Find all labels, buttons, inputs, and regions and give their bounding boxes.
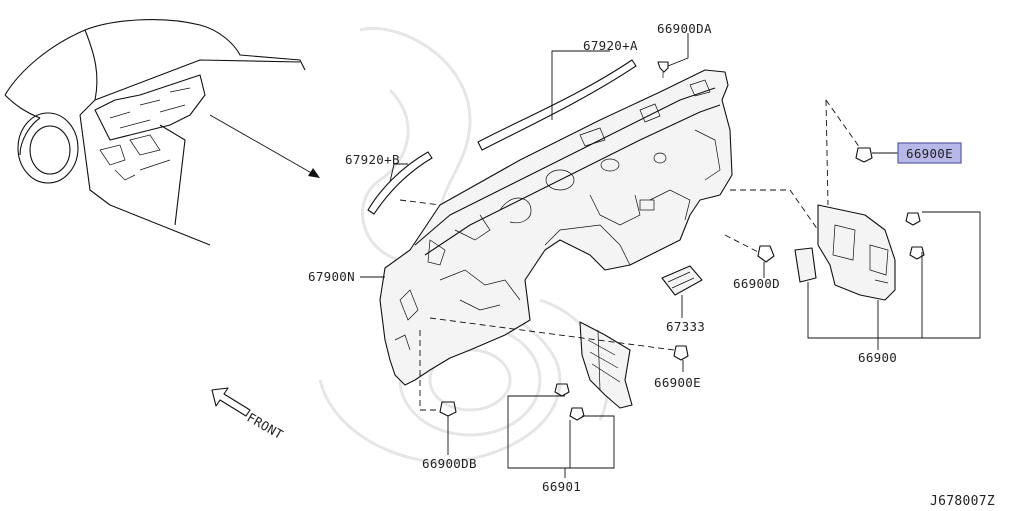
callout-67333[interactable]: 67333 xyxy=(666,319,705,334)
clip-66900DB xyxy=(439,401,457,417)
front-direction-arrow xyxy=(211,387,251,417)
callout-66900[interactable]: 66900 xyxy=(858,350,897,365)
callout-labels: 66900DA 67920+A 67920+B 67900N 66900E 66… xyxy=(245,21,995,509)
weatherstrip-a xyxy=(477,59,637,151)
callout-66900E-top[interactable]: 66900E xyxy=(906,146,953,161)
weatherstrip-b xyxy=(367,151,433,215)
front-direction-label: FRONT xyxy=(245,410,287,443)
leader-lines xyxy=(360,33,981,478)
callout-67920B[interactable]: 67920+B xyxy=(345,152,400,167)
dash-insulator-panel xyxy=(379,69,733,386)
diagram-code: J678007Z xyxy=(930,494,995,509)
callout-66900DB[interactable]: 66900DB xyxy=(422,456,477,471)
callout-67920A[interactable]: 67920+A xyxy=(583,38,638,53)
lower-insulator-66901 xyxy=(554,321,689,421)
bracket-67333 xyxy=(661,265,703,296)
side-trim-66900 xyxy=(794,147,925,301)
clip-66900DA xyxy=(657,61,669,78)
callout-66900D[interactable]: 66900D xyxy=(733,276,780,291)
callout-67900N[interactable]: 67900N xyxy=(308,269,355,284)
clip-66900D xyxy=(757,245,775,263)
callout-66900E-bottom[interactable]: 66900E xyxy=(654,375,701,390)
callout-66900DA[interactable]: 66900DA xyxy=(657,21,712,36)
vehicle-illustration xyxy=(4,19,320,246)
callout-66901[interactable]: 66901 xyxy=(542,479,581,494)
callout-highlight xyxy=(897,142,962,164)
